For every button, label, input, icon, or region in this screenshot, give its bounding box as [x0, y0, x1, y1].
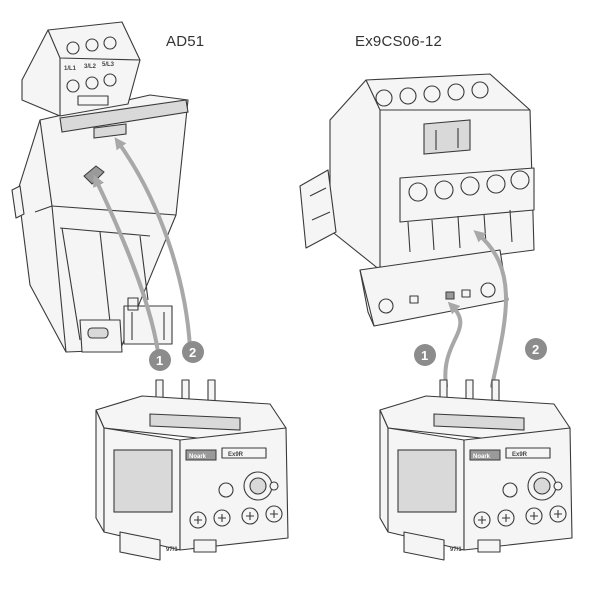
right-step-arrows: 1 2: [414, 230, 547, 388]
terminal-label: 3/L2: [84, 64, 97, 70]
step-badge-label: 1: [421, 348, 428, 363]
step-1-arrow: [443, 301, 463, 388]
terminal-screw-icon: [460, 176, 480, 196]
terminal-marking: 97/1: [166, 547, 178, 553]
terminal-screw-icon: [103, 36, 117, 50]
reset-button-icon: [218, 482, 234, 498]
terminal-label: 5/L3: [102, 62, 115, 68]
brand-label: Noark: [473, 454, 491, 460]
terminal-screw-icon: [85, 38, 99, 52]
step-2-arrow: [473, 230, 508, 388]
terminal-screw-icon: [375, 89, 393, 107]
model-label: Ex9R: [228, 452, 244, 458]
step-2-arrow: [114, 137, 192, 350]
terminal-screw-icon: [408, 182, 428, 202]
terminal-screw-icon: [103, 73, 117, 87]
step-badge: [149, 349, 171, 371]
terminal-screw-icon: [510, 170, 530, 190]
reset-button-icon: [502, 482, 518, 498]
step-1-arrow: [93, 174, 160, 354]
terminal-screw-icon: [66, 79, 80, 93]
terminal-screw-icon: [471, 81, 489, 99]
mounting-hole-icon: [378, 298, 394, 314]
ad51-auxiliary-block: 1/L1 3/L2 5/L3: [11, 21, 189, 353]
step-badge: [414, 344, 436, 366]
terminal-screw-icon: [486, 174, 506, 194]
step-badge: [525, 338, 547, 360]
terminal-marking: 97/1: [450, 547, 462, 553]
step-badge-label: 1: [156, 353, 163, 368]
step-badge-label: 2: [532, 342, 539, 357]
terminal-screw-icon: [85, 76, 99, 90]
left-step-arrows: 1 2: [93, 137, 204, 371]
thermal-overload-relay-right: Noark Ex9R 97/1: [379, 379, 573, 561]
brand-label: Noark: [189, 454, 207, 460]
left-title: AD51: [166, 33, 205, 50]
terminal-screw-icon: [434, 180, 454, 200]
thermal-overload-relay-left: Noark Ex9R 97/1: [95, 379, 289, 561]
step-badge: [182, 341, 204, 363]
mounting-hole-icon: [480, 282, 496, 298]
terminal-screw-icon: [423, 85, 441, 103]
ex9cs-contactor: [299, 73, 535, 327]
right-title: Ex9CS06-12: [355, 33, 443, 50]
terminal-screw-icon: [399, 87, 417, 105]
terminal-label: 1/L1: [64, 66, 77, 72]
terminal-screw-icon: [66, 41, 80, 55]
terminal-screw-icon: [447, 83, 465, 101]
step-badge-label: 2: [189, 345, 196, 360]
model-label: Ex9R: [512, 452, 528, 458]
